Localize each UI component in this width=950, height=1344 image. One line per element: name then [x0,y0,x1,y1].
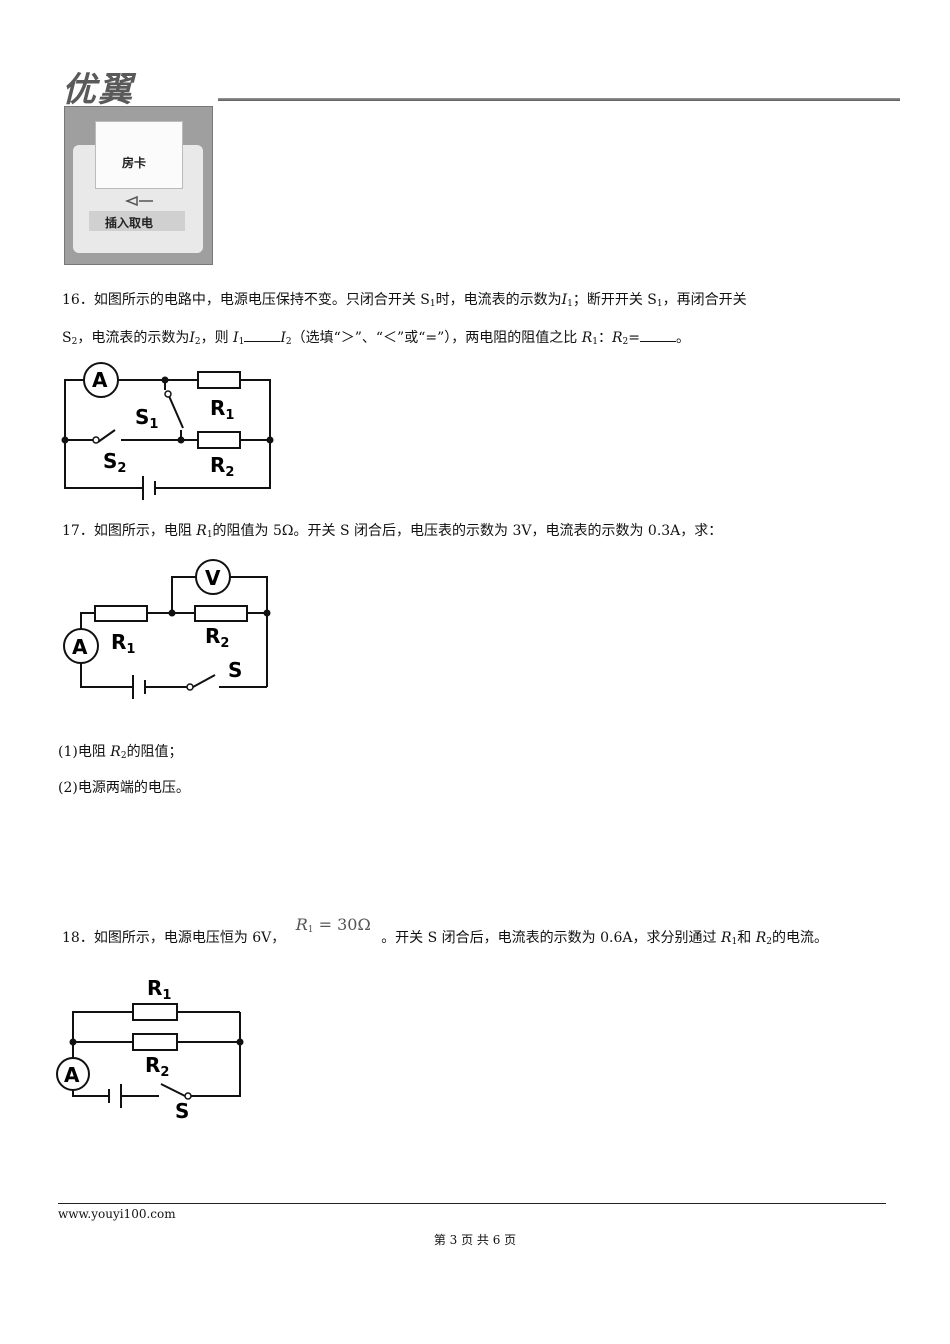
resistor-r2-icon [132,1033,178,1051]
voltmeter-label: V [205,566,221,590]
switch-s1-label: S1 [135,405,158,432]
q18-stem: 18．如图所示，电源电压恒为 6V， R1 = 30Ω 。开关 S 闭合后，电流… [62,915,828,947]
q18-formula: R1 = 30Ω [295,915,371,935]
resistor-r2-label: R2 [145,1053,169,1080]
room-card-label: 房卡 [122,156,147,170]
voltmeter-icon [195,559,231,595]
footer-rule [58,1203,886,1204]
resistor-r1-icon [94,605,148,622]
q17-sub2: (2)电源两端的电压。 [58,780,190,796]
resistor-r1-label: R1 [210,396,234,423]
resistor-r1-icon [197,371,241,389]
q18-circuit-diagram: R1 R2 A S [56,976,244,1122]
arrow-icon [125,195,153,207]
q16-circuit-diagram: A S1 R1 S2 R2 [61,362,274,500]
ammeter-label: A [64,1063,80,1087]
ammeter-label: A [92,368,108,392]
q17-circuit-diagram: V A R1 R2 S [63,559,271,699]
resistor-r2-icon [194,605,248,622]
resistor-r2-icon [197,431,241,449]
q17-stem: 17．如图所示，电阻 R1的阻值为 5Ω。开关 S 闭合后，电压表的示数为 3V… [62,523,723,540]
switch-label: S [175,1099,189,1122]
ammeter-icon [56,1057,90,1091]
resistor-r2-label: R2 [205,624,229,651]
resistor-r1-label: R1 [111,630,135,657]
answer-blank[interactable] [640,328,676,342]
ammeter-icon [83,362,119,398]
footer-url[interactable]: www.youyi100.com [58,1207,176,1221]
q16-line1: 16．如图所示的电路中，电源电压保持不变。只闭合开关 S1时，电流表的示数为I1… [62,292,747,309]
header-logo: 优翼 [62,70,134,110]
ammeter-label: A [72,635,88,659]
answer-blank[interactable] [244,328,281,342]
ammeter-icon [63,628,99,664]
room-card: 房卡 [95,121,183,189]
room-card-photo: 房卡 插入取电 [64,106,213,265]
switch-label: S [228,658,242,682]
slot-strip [89,211,185,231]
resistor-r2-label: R2 [210,453,234,480]
slot-label: 插入取电 [105,216,154,230]
header-rule [218,98,900,101]
page-number: 第 3 页 共 6 页 [433,1233,517,1247]
switch-s2-label: S2 [103,449,126,476]
resistor-r1-label: R1 [147,976,171,1003]
resistor-r1-icon [132,1003,178,1021]
q17-sub1: (1)电阻 R2的阻值； [58,744,183,761]
